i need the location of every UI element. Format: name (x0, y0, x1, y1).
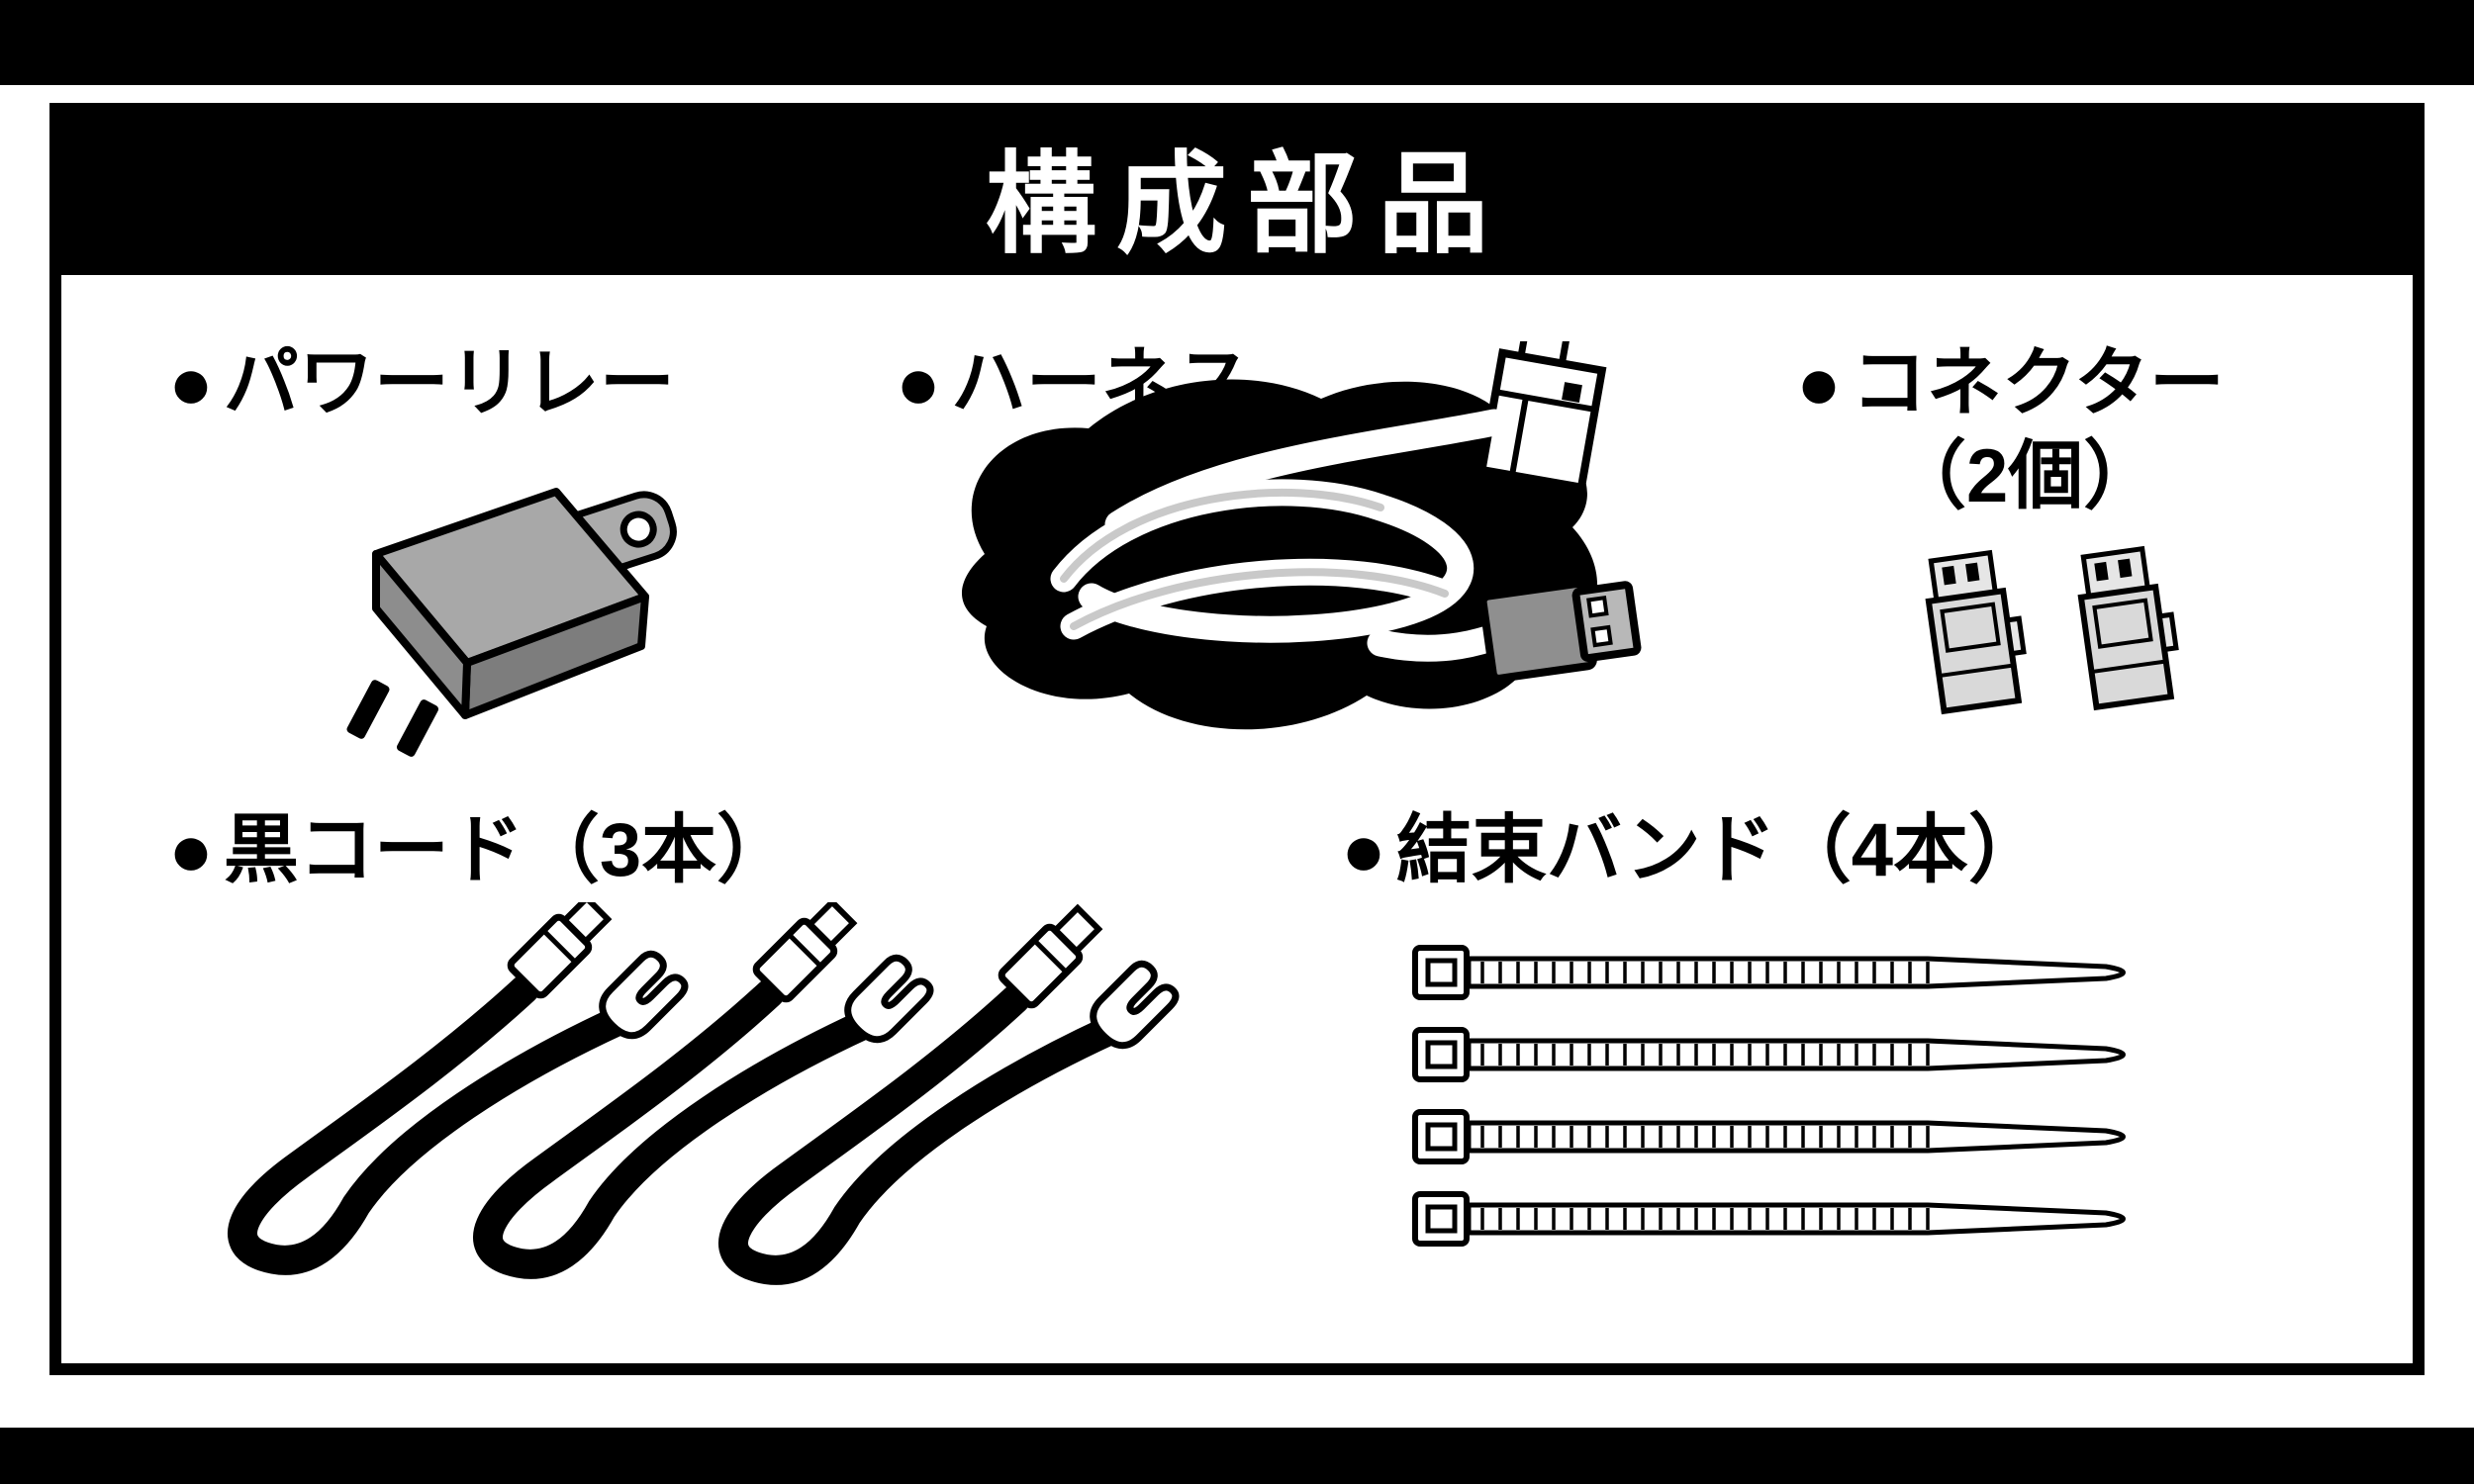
power-relay-illustration (346, 488, 677, 757)
cable-ties-illustration (1405, 935, 2177, 1261)
bullet-icon: ● (168, 340, 214, 425)
connector-pair-illustration (1920, 539, 2227, 752)
label-black-cord: ● 黒コード（3本） (168, 811, 792, 890)
title-bar: 構成部品 (61, 115, 2413, 275)
label-connector: ● コネクター （2個） (1796, 344, 2225, 516)
label-power-relay: ● パワーリレー (168, 344, 675, 423)
label-cable-tie: ● 結束バンド（4本） (1341, 811, 2044, 890)
part-name-connector: コネクター (1851, 341, 2225, 425)
black-cords-illustration (198, 902, 1267, 1298)
bullet-icon: ● (896, 340, 941, 425)
top-black-bar (0, 0, 2474, 85)
page-title: 構成部品 (985, 142, 1509, 266)
bullet-icon: ● (1341, 807, 1386, 892)
bottom-black-bar (0, 1428, 2474, 1484)
bullet-icon: ● (168, 807, 214, 892)
part-name-power-relay: パワーリレー (223, 341, 675, 425)
bullet-icon: ● (1796, 340, 1842, 425)
part-name-cable-tie: 結束バンド（4本） (1395, 808, 2044, 892)
parts-box: 構成部品 (49, 103, 2425, 1375)
part-quantity-connector: （2個） (1891, 433, 2159, 518)
part-name-black-cord: 黒コード（3本） (223, 808, 793, 892)
harness-illustration (961, 341, 1642, 730)
